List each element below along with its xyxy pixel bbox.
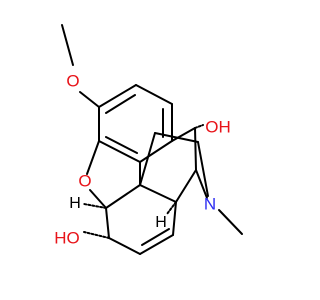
atom-o-methoxy: O	[66, 71, 79, 90]
bond-aromatic-5	[98, 140, 141, 163]
atom-oh-top: OH	[205, 117, 231, 136]
bond-ether-3	[105, 184, 141, 209]
bond-c5-c6	[105, 207, 110, 239]
bond-c9-n	[195, 169, 208, 199]
bond-n-methyl	[218, 209, 243, 235]
bond-aromatic-1	[98, 84, 137, 108]
bond-c6-oh-bottom	[83, 231, 110, 239]
bond-c5-h	[83, 203, 107, 209]
bond-c7-c8	[139, 234, 174, 255]
bond-c6-c7	[108, 237, 141, 255]
bond-c14-h	[166, 201, 177, 215]
bond-c13-c14	[139, 184, 177, 203]
bond-c8-c14	[172, 201, 177, 236]
atom-h-right: H	[155, 214, 167, 231]
bond-ethano-n	[197, 141, 209, 197]
atom-ho-bottom: HO	[54, 228, 80, 247]
atom-n-amine: N	[204, 194, 216, 213]
bond-ether-2	[89, 189, 107, 209]
bond-c10-aromatic	[171, 127, 196, 142]
bond-aromatic-1-inner	[105, 94, 136, 114]
atom-h-left: H	[69, 195, 81, 212]
bond-c13-ethano	[139, 132, 156, 186]
bond-c9-c10	[194, 127, 197, 171]
molecule-structure-diagram: O O OH HO N H H	[54, 24, 243, 255]
bond-c10-oh-top	[194, 124, 204, 129]
bond-c14-c9	[175, 169, 197, 203]
bond-aromatic-4	[139, 140, 173, 163]
atom-o-ether: O	[78, 171, 91, 190]
bond-ether-1	[86, 140, 100, 175]
bond-methoxy-o-ring	[79, 91, 100, 108]
bond-c7-c8-double	[141, 228, 170, 246]
bond-methyl-methoxy	[61, 24, 74, 66]
bond-aromatic-5-inner	[105, 136, 138, 154]
bond-aromatic-2	[135, 84, 173, 105]
